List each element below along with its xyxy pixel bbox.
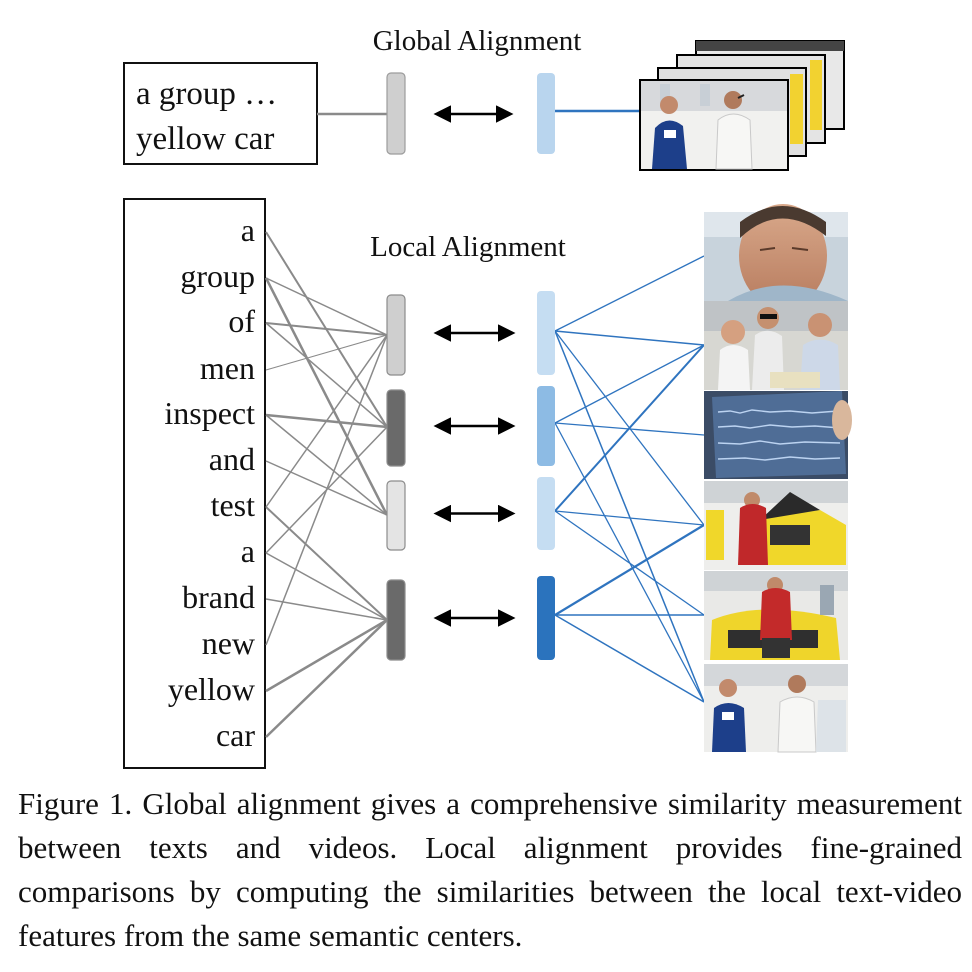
frame-to-center-lines: [554, 255, 705, 703]
frame-link-line: [554, 330, 705, 346]
local-word: test: [211, 487, 256, 523]
frame-link-line: [554, 330, 705, 703]
local-word: a: [241, 212, 255, 248]
local-word: of: [228, 303, 255, 339]
frame-link-line: [554, 330, 705, 526]
frame-link-line: [554, 255, 705, 332]
frame-car-inspect: [704, 571, 848, 660]
frame-face: [704, 204, 848, 308]
global-video-feature: [537, 73, 555, 154]
local-word: brand: [182, 579, 255, 615]
local-word: men: [200, 350, 255, 386]
video-center-feature: [537, 576, 555, 660]
text-center-feature: [386, 480, 406, 551]
text-center-feature: [386, 389, 406, 467]
local-arrows: [433, 324, 516, 627]
video-center-feature: [537, 386, 555, 466]
word-link-line: [265, 414, 388, 516]
global-text-line2: yellow car: [136, 121, 274, 157]
word-link-line: [265, 506, 388, 621]
frame-group: [704, 301, 848, 390]
word-link-line: [265, 277, 388, 336]
word-link-line: [265, 460, 388, 516]
frame-link-line: [554, 344, 705, 424]
global-text-box: [123, 62, 318, 165]
frame-car-open: [704, 481, 848, 570]
word-link-line: [265, 334, 388, 371]
local-word: a: [241, 533, 255, 569]
word-link-line: [265, 552, 388, 621]
word-link-line: [265, 322, 388, 336]
global-video-clip: [639, 40, 845, 171]
word-link-line: [265, 322, 388, 428]
local-word: inspect: [164, 395, 255, 431]
video-center-feature: [537, 477, 555, 550]
frame-link-line: [554, 422, 705, 703]
local-video-frames: [704, 204, 852, 753]
global-text-feature: [386, 72, 406, 155]
local-word: car: [216, 717, 255, 753]
word-link-line: [265, 618, 388, 693]
local-alignment-label: Local Alignment: [370, 231, 566, 263]
word-link-line: [265, 598, 388, 621]
global-alignment-label: Global Alignment: [373, 25, 582, 57]
local-word: yellow: [168, 671, 255, 707]
alignment-diagram: Global Alignment a group … yellow car: [123, 25, 852, 769]
global-text-line1: a group …: [136, 76, 277, 112]
word-link-line: [265, 334, 388, 508]
figure-caption: Figure 1. Global alignment gives a compr…: [18, 786, 962, 953]
local-word: new: [202, 625, 255, 661]
frame-link-line: [554, 614, 705, 703]
word-link-line: [264, 277, 389, 516]
frame-men-talk: [704, 664, 848, 753]
local-text-features: [386, 294, 406, 661]
text-center-feature: [386, 579, 406, 661]
word-to-center-lines: [264, 231, 389, 738]
local-word: group: [180, 258, 255, 294]
frame-screen: [704, 391, 852, 479]
frame-link-line: [554, 524, 705, 616]
local-video-features: [537, 291, 555, 660]
video-center-feature: [537, 291, 555, 375]
word-link-line: [265, 619, 388, 738]
text-center-feature: [386, 294, 406, 376]
local-word: and: [209, 441, 255, 477]
word-link-line: [265, 334, 388, 646]
local-word-list: a group of men inspect and test a brand new yellow…: [164, 212, 255, 753]
global-video-front-frame: [639, 79, 789, 171]
local-text-box: [123, 198, 266, 769]
